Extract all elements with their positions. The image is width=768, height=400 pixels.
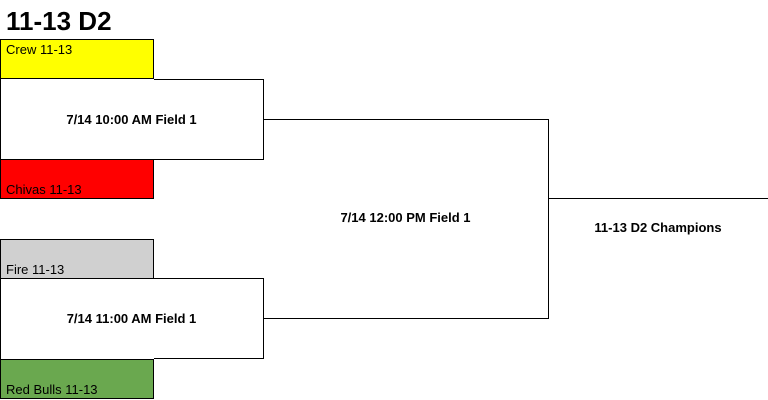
bracket-line (548, 119, 549, 319)
bracket-line (263, 318, 549, 319)
bracket-line (154, 159, 264, 160)
bracket-line (154, 278, 264, 279)
semifinal-2-label: 7/14 11:00 AM Field 1 (66, 311, 197, 326)
team-label: Fire 11-13 (6, 262, 65, 277)
team-red-bulls: Red Bulls 11-13 (0, 359, 154, 399)
team-label: Chivas 11-13 (6, 182, 82, 197)
team-label: Crew 11-13 (6, 42, 73, 57)
bracket-title: 11-13 D2 (6, 6, 112, 36)
semifinal-1-label: 7/14 10:00 AM Field 1 (66, 112, 197, 127)
bracket-line (0, 79, 1, 160)
team-fire: Fire 11-13 (0, 239, 154, 279)
team-crew: Crew 11-13 (0, 39, 154, 79)
bracket-line (154, 79, 264, 80)
team-chivas: Chivas 11-13 (0, 159, 154, 199)
bracket-line (0, 278, 1, 359)
bracket-line (263, 119, 549, 120)
champion-label: 11-13 D2 Champions (594, 220, 722, 235)
bracket-line (154, 358, 264, 359)
team-label: Red Bulls 11-13 (6, 382, 98, 397)
final-label: 7/14 12:00 PM Field 1 (340, 210, 471, 225)
bracket-line (548, 198, 768, 199)
